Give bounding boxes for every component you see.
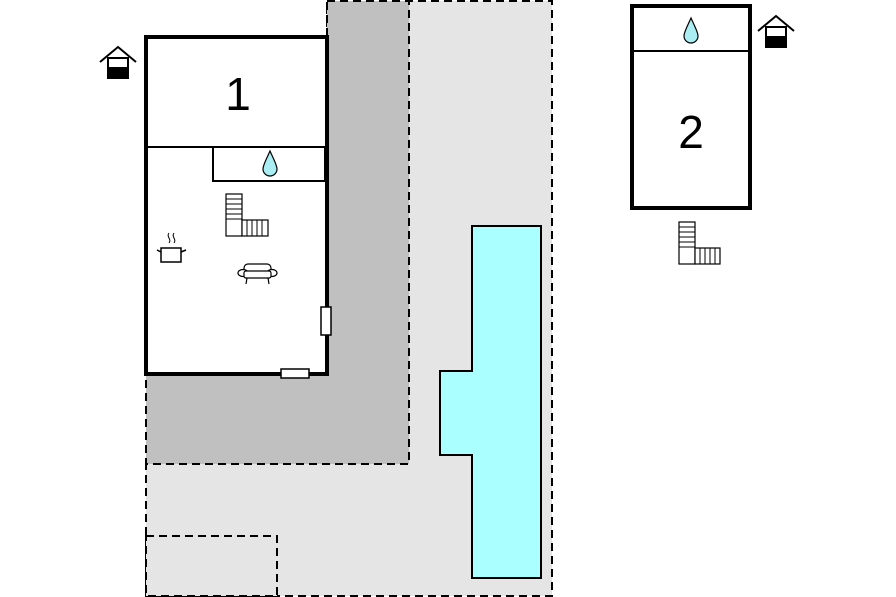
stairs-icon [678,221,721,265]
water-drop-icon [262,149,278,177]
stairs-icon [225,193,269,237]
room-label-1: 1 [225,68,251,120]
door-south [280,368,310,379]
house-entrance-icon [757,14,795,48]
door-east [320,306,332,336]
swimming-pool [439,225,542,579]
water-drop-icon [683,16,699,44]
sofa-icon [237,263,278,285]
room-label-2: 2 [678,106,704,158]
parking-area [145,535,278,597]
cooking-pot-icon [156,232,187,263]
house-entrance-icon [99,45,137,79]
